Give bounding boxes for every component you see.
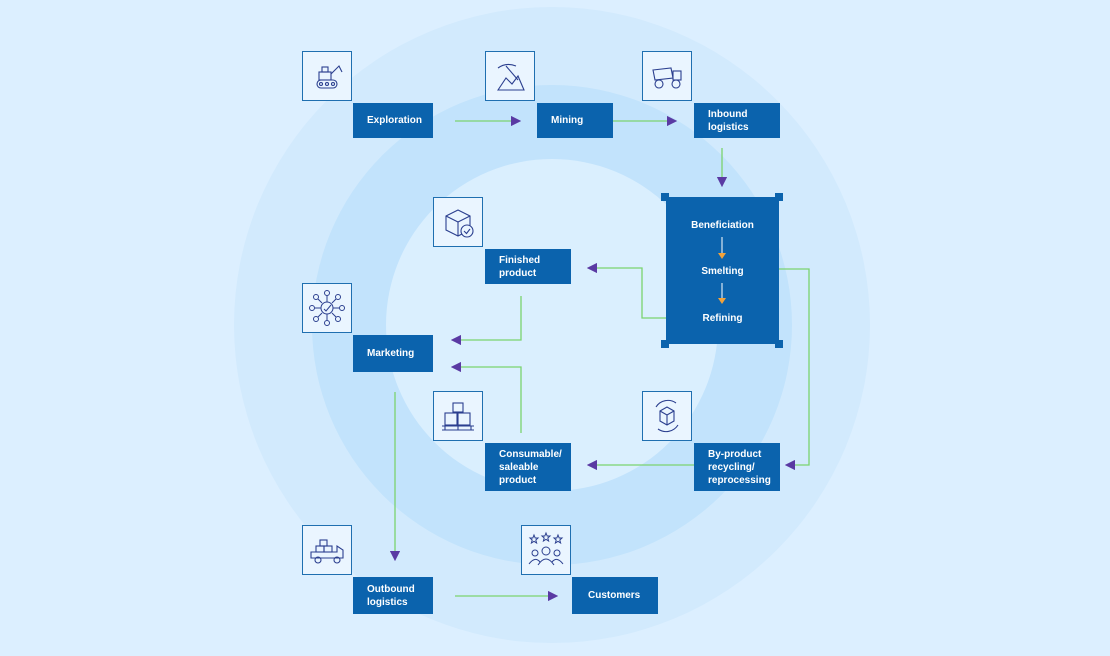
- node-mining: Mining: [537, 103, 613, 138]
- step-smelting: Smelting: [701, 266, 744, 277]
- process-corner-br: [775, 340, 783, 348]
- connector-consumable-marketing: [450, 361, 522, 433]
- step-beneficiation: Beneficiation: [691, 220, 754, 231]
- node-exploration: Exploration: [353, 103, 433, 138]
- connector-finished-marketing: [450, 296, 522, 346]
- connector-refining-finished: [586, 262, 688, 319]
- network-icon: [302, 283, 352, 333]
- process-corner-tr: [775, 193, 783, 201]
- connector-smelting-byproduct: [752, 268, 810, 471]
- process-corner-bl: [661, 340, 669, 348]
- delivery-truck-icon: [302, 525, 352, 575]
- pickaxe-icon: [485, 51, 535, 101]
- process-block: Beneficiation Smelting Refining: [666, 197, 779, 344]
- people-stars-icon: [521, 525, 571, 575]
- node-customers: Customers: [572, 577, 658, 614]
- node-byproduct-recycling: By-product recycling/ reprocessing: [694, 443, 780, 491]
- checked-box-icon: [433, 197, 483, 247]
- process-corner-tl: [661, 193, 669, 201]
- node-consumable-product: Consumable/ saleable product: [485, 443, 571, 491]
- pallet-boxes-icon: [433, 391, 483, 441]
- dump-truck-icon: [642, 51, 692, 101]
- node-outbound-logistics: Outbound logistics: [353, 577, 433, 614]
- excavator-icon: [302, 51, 352, 101]
- recycle-box-icon: [642, 391, 692, 441]
- node-marketing: Marketing: [353, 335, 433, 372]
- process-inner-arrows: [718, 237, 726, 304]
- step-refining: Refining: [702, 313, 743, 324]
- node-finished-product: Finished product: [485, 249, 571, 284]
- node-inbound-logistics: Inbound logistics: [694, 103, 780, 138]
